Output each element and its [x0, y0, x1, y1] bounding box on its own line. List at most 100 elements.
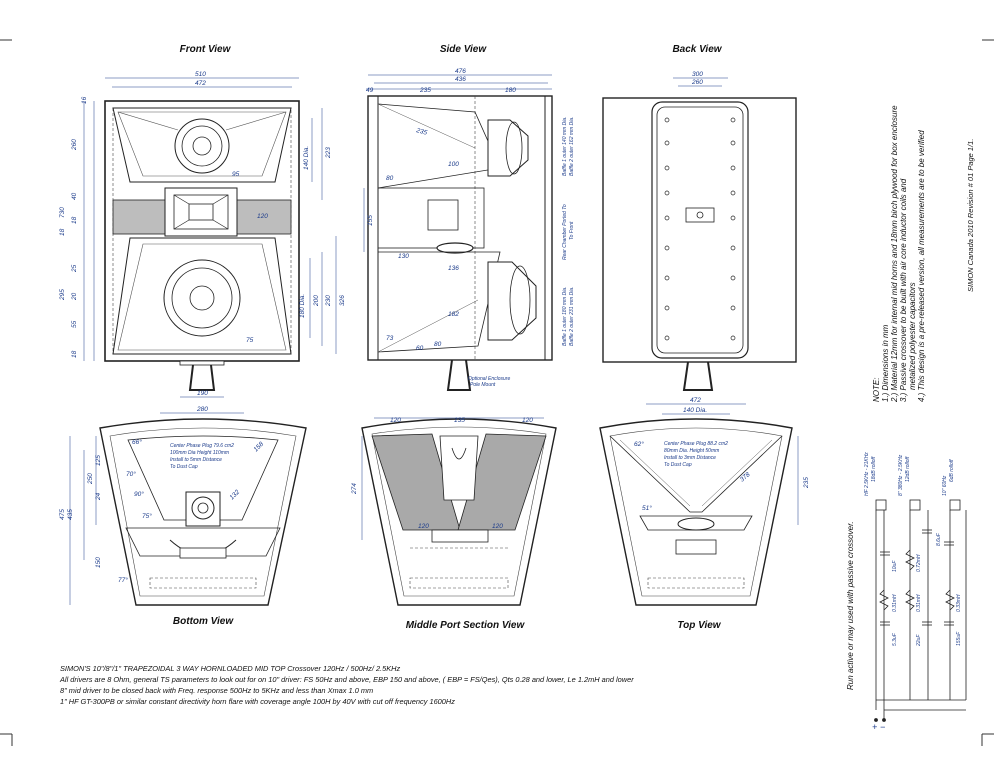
dim-140dia: 140 Dia. [303, 146, 310, 170]
dim-260: 260 [71, 139, 78, 151]
note-3: 3.) Passive crossover to be built with a… [899, 178, 908, 402]
note-4: 4.) This design is a pre-released versio… [917, 130, 926, 402]
xover-minus: − [880, 722, 885, 732]
dim-18c: 18 [71, 350, 78, 358]
xover-c5: 155uF [956, 631, 962, 646]
top-phase-note-3: Install to 3mm Distance [664, 455, 716, 461]
xover-hf-label: HF 2.5KHz - 21KHz [864, 452, 870, 496]
dim-140dia-t: 140 Dia. [683, 407, 707, 414]
pole-mount-note-2: Pole Mount [470, 382, 496, 388]
bottom-view [69, 418, 307, 606]
dim-a136: 136 [448, 265, 459, 272]
dim-a80: 80 [386, 175, 394, 182]
xover-c3: 8.6uF [936, 532, 942, 546]
dim-a155: 155 [367, 215, 374, 226]
dim-20: 20 [71, 292, 78, 301]
credit-line: SIMON Canada 2010 Revision # 01 Page 1/1… [966, 138, 975, 292]
dim-16: 16 [81, 96, 88, 104]
crossover-caption: Run active or may used with passive cros… [846, 521, 855, 690]
rear-chamber-note-2: To Front [569, 221, 575, 240]
bottom-view-title: Bottom View [172, 616, 234, 627]
dim-472: 472 [195, 80, 206, 87]
dim-m120b: 120 [522, 417, 533, 424]
pole-mount-note: Optional Enclosure [468, 376, 510, 382]
dim-180dia: 180 Dia. [299, 294, 306, 318]
front-view [83, 77, 337, 414]
dim-port-120b: 120 [492, 523, 503, 530]
dim-24: 24 [95, 492, 102, 501]
desc-line-3: 8" mid driver to be closed back with Fre… [60, 686, 374, 695]
note-2: 2.) Material 12mm for internal mid horns… [890, 105, 899, 402]
middle-dimensions: 120 135 120 274 120 120 [351, 417, 533, 530]
dim-435: 435 [67, 509, 74, 520]
dim-250: 250 [87, 473, 94, 485]
back-dimensions: 300 260 [691, 71, 703, 86]
baffle-lower-2: Baffle 2 outer 231 mm Dia. [569, 287, 575, 346]
xover-mid-rolloff: 12dB rolloff [905, 456, 911, 482]
xover-c2: 5.3uF [892, 632, 898, 646]
note-1: 1.) Dimensions in mm [881, 324, 890, 402]
dim-475: 475 [59, 509, 66, 520]
xover-lf-rolloff: 6dB rolloff [949, 459, 955, 482]
back-view-title: Back View [672, 44, 722, 55]
dim-125: 125 [95, 455, 102, 466]
dim-190: 190 [197, 390, 208, 397]
notes-block: NOTE: 1.) Dimensions in mm 2.) Material … [872, 105, 926, 402]
dim-235t: 235 [803, 477, 810, 489]
dim-510: 510 [195, 71, 206, 78]
front-view-title: Front View [179, 44, 231, 55]
dim-730: 730 [59, 207, 66, 218]
dim-m135: 135 [454, 417, 465, 424]
xover-l2: 0.31mH [916, 594, 922, 612]
dim-150: 150 [95, 557, 102, 568]
dim-295: 295 [59, 289, 66, 301]
dim-300: 300 [692, 71, 703, 78]
side-dimensions: 476 436 49 235 180 235 100 80 155 130 13… [366, 68, 575, 388]
middle-port-section [361, 417, 557, 606]
dim-a100: 100 [448, 161, 459, 168]
xover-l3: 0.33mH [956, 594, 962, 612]
phase-plug-note-2: 100mm Dia Height 110mm [170, 450, 229, 456]
angle-51: 51° [642, 504, 652, 512]
baffle-lower-1: Baffle 1 outer 180 mm Dia. [562, 287, 568, 346]
rear-chamber-note: Rear Chamber Ported To [562, 204, 568, 260]
baffle-upper-1: Baffle 1 outer 140 mm Dia. [562, 117, 568, 176]
xover-l1: 0.31mH [892, 594, 898, 612]
angle-75: 75° [142, 512, 152, 520]
middle-view-title: Middle Port Section View [405, 620, 525, 631]
dim-a182: 182 [448, 311, 459, 318]
phase-plug-note-3: Install to 5mm Distance [170, 457, 222, 463]
top-phase-note-2: 80mm Dia. Height 50mm [664, 448, 719, 454]
top-dimensions: 472 140 Dia. 62° 51° 378 235 Center Phas… [634, 397, 810, 512]
top-view [599, 403, 799, 606]
top-view-title: Top View [677, 620, 721, 631]
dim-49: 49 [366, 87, 374, 94]
dim-18a: 18 [59, 228, 66, 236]
dim-436: 436 [455, 76, 466, 83]
dim-260b: 260 [691, 79, 703, 86]
desc-line-2: All drivers are 8 Ohm, general TS parame… [60, 675, 634, 684]
desc-line-1: SIMON'S 10"/8"/1" TRAPEZOIDAL 3 WAY HORN… [60, 664, 401, 673]
crop-marks [0, 39, 994, 746]
xover-lf-label: 10" 60Hz [942, 475, 948, 496]
xover-hf-rolloff: 18dB rolloff [871, 456, 877, 482]
xover-r1: 0.72mH [916, 554, 922, 572]
crossover-labels: HF 2.5KHz - 21KHz 18dB rolloff 8" 380Hz … [864, 452, 962, 732]
dim-230: 230 [325, 295, 332, 307]
dim-a60: 60 [416, 345, 424, 352]
dim-a130: 130 [398, 253, 409, 260]
angle-66: 66° [132, 438, 142, 446]
dim-280: 280 [196, 406, 208, 413]
angle-70: 70° [126, 470, 136, 478]
front-dimensions: 510 472 16 260 730 18 40 18 25 295 20 55… [59, 71, 346, 413]
desc-line-4: 1" HF GT-300PB or similar constant direc… [60, 697, 455, 706]
crossover-schematic [874, 499, 967, 722]
dim-25: 25 [71, 264, 78, 273]
angle-90: 90° [134, 490, 144, 498]
side-view [363, 74, 553, 391]
phase-plug-note-1: Center Phase Plug 79.6 cm2 [170, 443, 234, 449]
dim-a80b: 80 [434, 341, 442, 348]
top-phase-note-1: Center Phase Plug 88.2 cm2 [664, 441, 728, 447]
